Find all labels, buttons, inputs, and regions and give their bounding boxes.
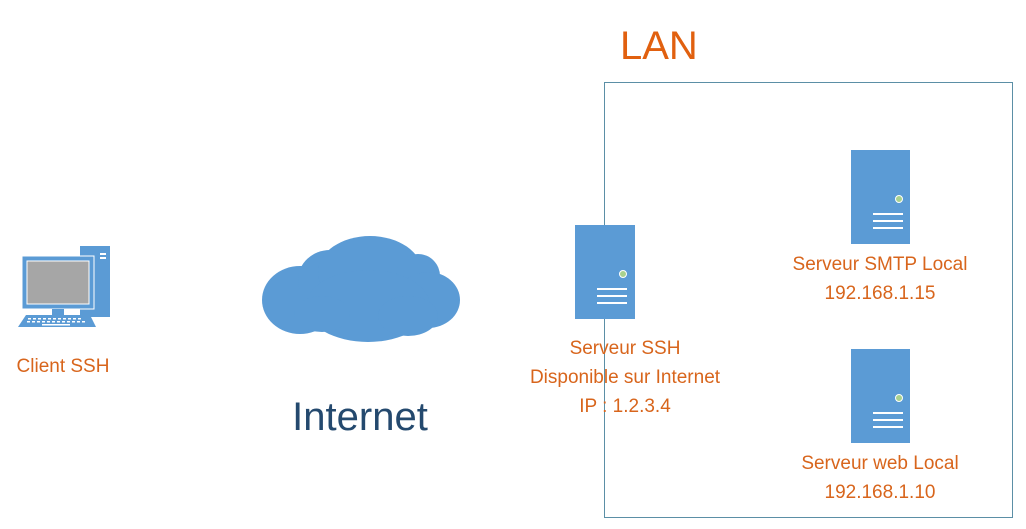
web-server-name: Serveur web Local [801,453,959,474]
smtp-server-label: Serveur SMTP Local 192.168.1.15 [760,250,1000,308]
smtp-server-ip: 192.168.1.15 [824,283,936,304]
web-server-ip: 192.168.1.10 [824,482,936,503]
ssh-server-availability: Disponible sur Internet [529,367,721,388]
cloud-icon [258,228,462,344]
smtp-server-icon [851,150,910,244]
ssh-server-ip: IP : 1.2.3.4 [579,396,671,417]
ssh-server-label: Serveur SSH Disponible sur Internet IP :… [494,334,756,421]
desktop-computer-icon [16,245,112,327]
ssh-server-name: Serveur SSH [569,338,681,359]
web-server-label: Serveur web Local 192.168.1.10 [760,449,1000,507]
web-server-icon [851,349,910,443]
internet-label: Internet [292,395,428,439]
smtp-server-name: Serveur SMTP Local [792,254,968,275]
ssh-server-icon [575,225,635,319]
lan-title: LAN [620,24,698,68]
client-label: Client SSH [16,356,110,377]
